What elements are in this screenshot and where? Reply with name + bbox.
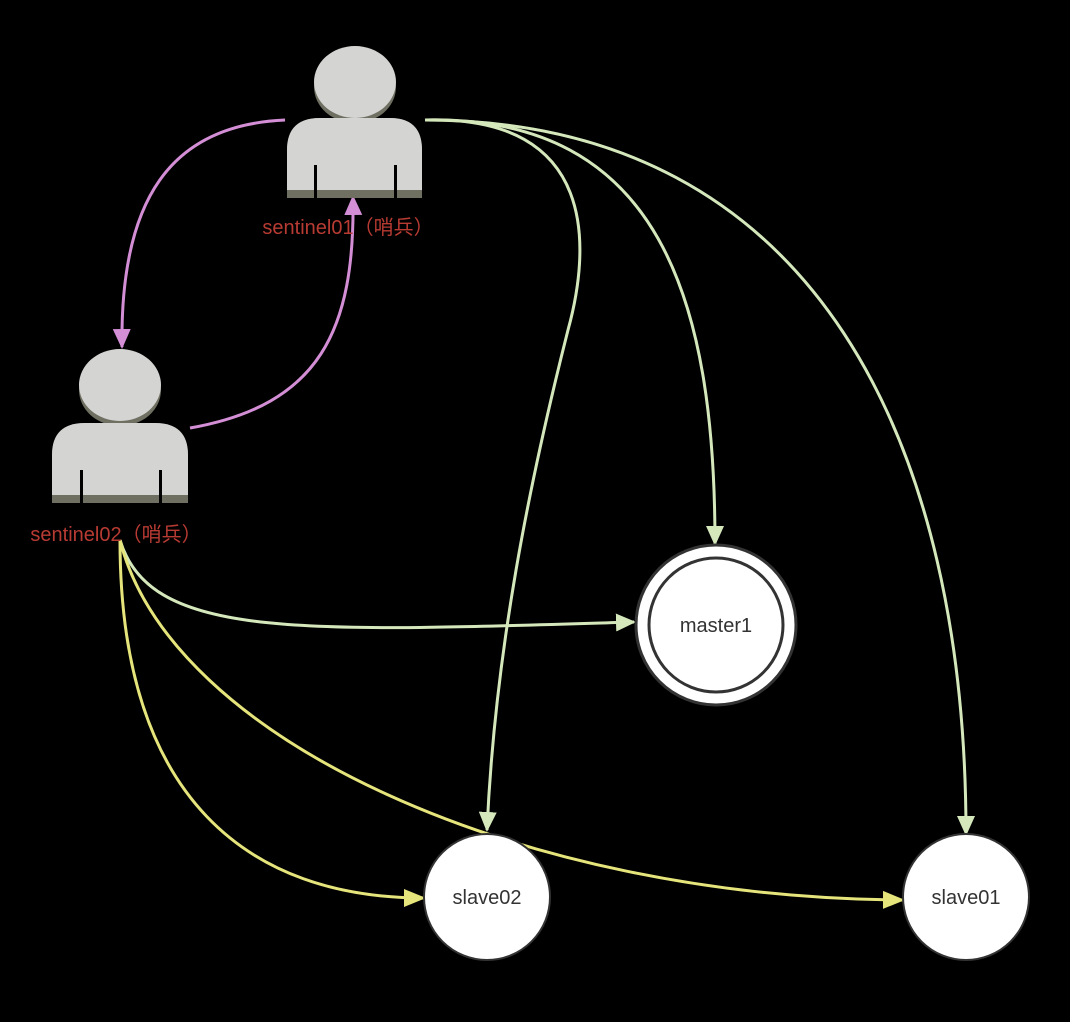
edge-sentinel01-to-slave02 [424,118,582,832]
person-icon [287,46,422,198]
edge-sentinel02-to-sentinel01 [189,195,363,430]
edge-sentinel01-to-master1 [424,118,724,546]
slave01-label: slave01 [932,887,1001,909]
edge-sentinel02-to-slave01 [118,539,905,909]
sentinel02-label: sentinel02（哨兵） [30,523,201,546]
slave01-node[interactable]: slave01 [902,833,1030,961]
slave02-node[interactable]: slave02 [423,833,551,961]
edge-sentinel02-to-master1 [118,539,636,632]
sentinel02[interactable]: sentinel02（哨兵） [30,349,202,546]
master1-node[interactable]: master1 [634,543,798,707]
edge-sentinel01-to-slave01 [424,118,975,836]
sentinel01[interactable]: sentinel01（哨兵） [262,46,434,239]
master1-label: master1 [680,615,752,637]
edge-sentinel02-to-slave02 [118,539,426,907]
person-icon [52,349,188,503]
slave02-label: slave02 [453,887,522,909]
sentinel01-label: sentinel01（哨兵） [262,216,433,239]
edge-sentinel01-to-sentinel02 [112,118,286,349]
